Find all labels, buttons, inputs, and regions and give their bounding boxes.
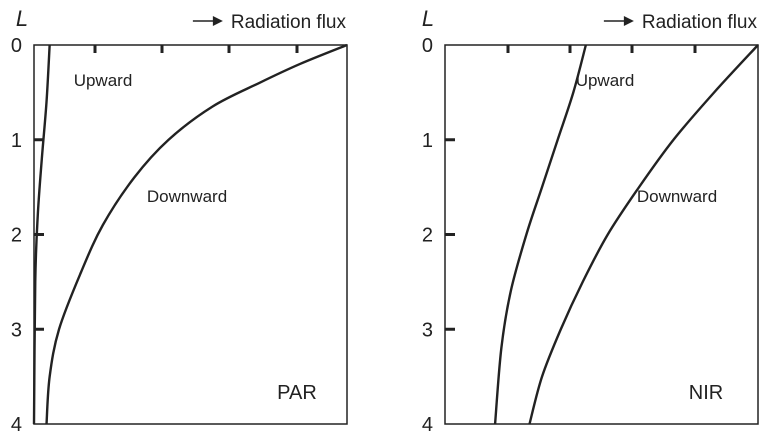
y-tick-label: 1 — [11, 130, 22, 152]
series-label-upward: Upward — [74, 71, 133, 90]
series-label-downward: Downward — [147, 187, 227, 206]
series-label-upward: Upward — [576, 71, 635, 90]
y-axis-title: L — [422, 6, 434, 31]
y-tick-label: 1 — [422, 130, 433, 152]
y-tick-label: 2 — [422, 225, 433, 247]
y-tick-label: 0 — [422, 35, 433, 57]
series-line-upward — [493, 44, 588, 425]
y-axis-title: L — [16, 6, 28, 31]
series-label-downward: Downward — [637, 187, 717, 206]
arrow-head-icon — [623, 16, 634, 26]
series-line-downward — [45, 43, 348, 425]
y-tick-label: 3 — [11, 319, 22, 341]
y-tick-label: 4 — [11, 414, 22, 435]
series-line-downward — [528, 44, 759, 425]
series-line-upward — [32, 44, 51, 425]
y-tick-label: 4 — [422, 414, 433, 435]
panel-label: PAR — [277, 382, 317, 404]
x-axis-title: Radiation flux — [231, 12, 347, 33]
plot-frame — [444, 44, 759, 425]
y-tick-label: 0 — [11, 35, 22, 57]
plot-frame — [33, 44, 348, 425]
y-tick-label: 3 — [422, 319, 433, 341]
y-tick-label: 2 — [11, 225, 22, 247]
x-axis-title: Radiation flux — [642, 12, 758, 33]
panel-label: NIR — [689, 382, 723, 404]
arrow-head-icon — [212, 16, 223, 26]
